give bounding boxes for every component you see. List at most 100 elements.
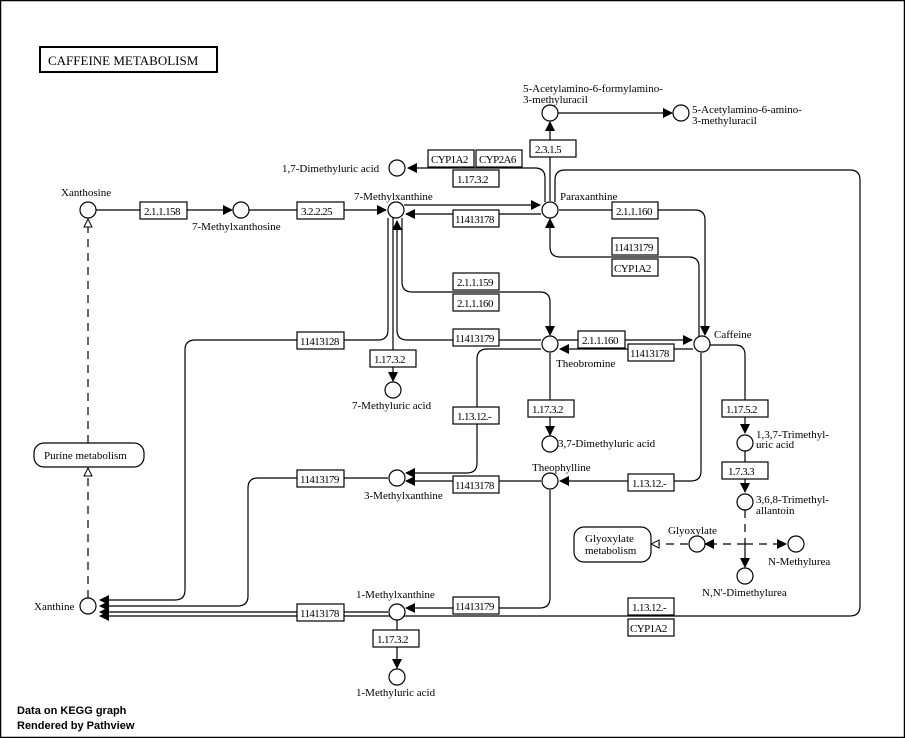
compound-theobromine[interactable]: Theobromine <box>541 335 615 370</box>
svg-text:2.1.1.160: 2.1.1.160 <box>616 206 653 218</box>
edge-paraxanthine-xanthine <box>99 169 861 621</box>
map-purine-metabolism[interactable]: Purine metabolism <box>33 442 145 468</box>
svg-text:Theophylline: Theophylline <box>532 462 591 474</box>
enzyme-1-17-3-2-theobromine[interactable]: 1.17.3.2 <box>527 399 575 418</box>
enzyme-2-3-1-5[interactable]: 2.3.1.5 <box>529 139 577 158</box>
svg-text:11413178: 11413178 <box>630 348 670 360</box>
enzyme-2-1-1-159[interactable]: 2.1.1.159 <box>452 272 500 291</box>
footer-line-1: Data on KEGG graph <box>17 705 127 717</box>
compound-n-methylurea[interactable]: N-Methylurea <box>768 535 830 568</box>
compound-xanthosine[interactable]: Xanthosine <box>61 187 111 219</box>
svg-text:11413178: 11413178 <box>300 608 340 620</box>
svg-text:11413178: 11413178 <box>455 480 495 492</box>
enzyme-2-1-1-160-a[interactable]: 2.1.1.160 <box>611 201 659 220</box>
edge-paraxanthine-caffeine <box>559 209 710 336</box>
compound-3-6-8-trimethylallantoin[interactable]: 3,6,8-Trimethyl- allantoin <box>736 493 829 517</box>
svg-text:Theobromine: Theobromine <box>556 358 615 370</box>
edge-theobromine-mx7 <box>392 220 541 341</box>
enzyme-1-17-3-2-top[interactable]: 1.17.3.2 <box>452 169 500 188</box>
compound-paraxanthine[interactable]: Paraxanthine <box>541 191 618 219</box>
svg-text:Glyoxylate: Glyoxylate <box>585 533 634 545</box>
compound-7-methylxanthosine[interactable]: 7-Methylxanthosine <box>192 201 281 233</box>
compound-1-methyluric-acid[interactable]: 1-Methyluric acid <box>356 668 436 699</box>
enzyme-1-14-13-179-c[interactable]: 11413179 <box>296 469 345 488</box>
enzyme-cyp1a2-top[interactable]: CYP1A2 <box>427 149 475 168</box>
svg-text:1.17.3.2: 1.17.3.2 <box>457 174 488 186</box>
compound-5-acetylamino-6-amino-3-methyluracil[interactable]: 5-Acetylamino-6-amino- 3-methyluracil <box>672 104 802 127</box>
edges <box>88 108 861 669</box>
svg-text:11413179: 11413179 <box>455 601 495 613</box>
pathway-title: CAFFEINE METABOLISM <box>39 46 218 73</box>
svg-text:5-Acetylamino-6-amino-: 5-Acetylamino-6-amino- <box>692 104 802 116</box>
svg-text:1,3,7-Trimethyl-: 1,3,7-Trimethyl- <box>756 429 829 441</box>
enzyme-1-13-12-a[interactable]: 1.13.12.- <box>452 406 500 425</box>
compound-7-methylxanthine[interactable]: 7-Methylxanthine <box>354 191 433 219</box>
enzyme-1-14-13-178-d[interactable]: 11413178 <box>296 603 345 622</box>
compound-n-n-dimethylurea[interactable]: N,N'-Dimethylurea <box>702 567 787 599</box>
enzyme-1-13-12-b[interactable]: 1.13.12.- <box>627 473 675 492</box>
svg-text:3-methyluracil: 3-methyluracil <box>523 94 588 106</box>
enzyme-cyp1a2-mid[interactable]: CYP1A2 <box>611 258 659 277</box>
svg-text:CYP1A2: CYP1A2 <box>630 623 667 635</box>
enzyme-1-14-13-128[interactable]: 11413128 <box>296 331 345 350</box>
svg-text:allantoin: allantoin <box>756 505 795 517</box>
compound-5-acetylamino-6-formylamino-3-methyluracil[interactable]: 5-Acetylamino-6-formylamino- 3-methylura… <box>523 83 663 122</box>
svg-text:2.1.1.160: 2.1.1.160 <box>582 335 619 347</box>
svg-text:1.17.3.2: 1.17.3.2 <box>377 634 408 646</box>
svg-text:1.13.12.-: 1.13.12.- <box>632 602 667 614</box>
compound-glyoxylate[interactable]: Glyoxylate <box>668 525 717 553</box>
edge-mx3-xanthine <box>99 477 388 611</box>
enzyme-3-2-2-25[interactable]: 3.2.2.25 <box>296 201 345 220</box>
svg-text:Xanthosine: Xanthosine <box>61 187 111 199</box>
compound-1-methylxanthine[interactable]: 1-Methylxanthine <box>356 589 435 621</box>
svg-text:Glyoxylate: Glyoxylate <box>668 525 717 537</box>
enzyme-1-14-13-179-a[interactable]: 11413179 <box>611 237 659 256</box>
compound-3-methylxanthine[interactable]: 3-Methylxanthine <box>364 469 443 502</box>
svg-text:1.13.12.-: 1.13.12.- <box>632 478 667 490</box>
enzyme-2-1-1-158[interactable]: 2.1.1.158 <box>139 201 188 220</box>
footer-line-2: Rendered by Pathview <box>17 720 135 732</box>
svg-text:1,7-Dimethyluric acid: 1,7-Dimethyluric acid <box>282 163 380 175</box>
svg-text:1.7.3.3: 1.7.3.3 <box>728 466 755 478</box>
compound-3-7-dimethyluric-acid[interactable]: 3,7-Dimethyluric acid <box>541 435 656 453</box>
enzyme-1-17-3-2-mid[interactable]: 1.17.3.2 <box>369 349 417 368</box>
enzyme-1-7-3-3[interactable]: 1.7.3.3 <box>721 461 769 480</box>
svg-text:2.3.1.5: 2.3.1.5 <box>535 144 562 156</box>
compound-caffeine[interactable]: Caffeine <box>693 329 752 353</box>
enzyme-1-17-5-2[interactable]: 1.17.5.2 <box>721 399 769 418</box>
svg-text:2.1.1.160: 2.1.1.160 <box>457 298 494 310</box>
svg-text:11413179: 11413179 <box>614 242 654 254</box>
enzyme-cyp2a6[interactable]: CYP2A6 <box>475 149 523 168</box>
svg-text:1.17.3.2: 1.17.3.2 <box>374 354 405 366</box>
edge-caffeine-trimethyluric <box>710 344 750 434</box>
enzyme-1-14-13-178-b[interactable]: 11413178 <box>627 343 675 362</box>
compound-theophylline[interactable]: Theophylline <box>532 462 591 490</box>
compound-xanthine[interactable]: Xanthine <box>34 597 97 615</box>
svg-text:3,6,8-Trimethyl-: 3,6,8-Trimethyl- <box>756 494 829 506</box>
svg-text:Purine metabolism: Purine metabolism <box>44 450 127 462</box>
svg-text:metabolism: metabolism <box>585 545 637 557</box>
enzyme-2-1-1-160-c[interactable]: 2.1.1.160 <box>577 330 626 349</box>
svg-text:7-Methylxanthine: 7-Methylxanthine <box>354 191 433 203</box>
svg-text:3,7-Dimethyluric acid: 3,7-Dimethyluric acid <box>558 438 656 450</box>
svg-text:1-Methylxanthine: 1-Methylxanthine <box>356 589 435 601</box>
svg-text:CYP1A2: CYP1A2 <box>431 154 468 166</box>
svg-text:Paraxanthine: Paraxanthine <box>560 191 618 203</box>
enzyme-1-14-13-178-c[interactable]: 11413178 <box>452 475 500 494</box>
svg-text:N,N'-Dimethylurea: N,N'-Dimethylurea <box>702 587 787 599</box>
svg-text:Caffeine: Caffeine <box>714 329 752 341</box>
enzyme-cyp1a2-bottom[interactable]: CYP1A2 <box>627 618 675 637</box>
edge-theophylline-mx1 <box>405 490 551 613</box>
enzyme-1-14-13-179-b[interactable]: 11413179 <box>452 328 500 347</box>
enzyme-1-13-12-c[interactable]: 1.13.12.- <box>627 597 675 616</box>
enzyme-2-1-1-160-b[interactable]: 2.1.1.160 <box>452 293 500 312</box>
map-glyoxylate-metabolism[interactable]: Glyoxylate metabolism <box>573 526 652 563</box>
compound-1-3-7-trimethyluric-acid[interactable]: 1,3,7-Trimethyl- uric acid <box>736 429 829 452</box>
svg-text:1.17.3.2: 1.17.3.2 <box>532 404 563 416</box>
svg-text:5-Acetylamino-6-formylamino-: 5-Acetylamino-6-formylamino- <box>523 83 663 95</box>
enzyme-1-17-3-2-bottom[interactable]: 1.17.3.2 <box>372 629 420 648</box>
enzyme-1-14-13-179-d[interactable]: 11413179 <box>452 596 500 615</box>
compound-7-methyluric-acid[interactable]: 7-Methyluric acid <box>352 381 432 412</box>
enzyme-1-14-13-178-a[interactable]: 11413178 <box>452 209 500 228</box>
compound-1-7-dimethyluric-acid[interactable]: 1,7-Dimethyluric acid <box>282 159 406 177</box>
